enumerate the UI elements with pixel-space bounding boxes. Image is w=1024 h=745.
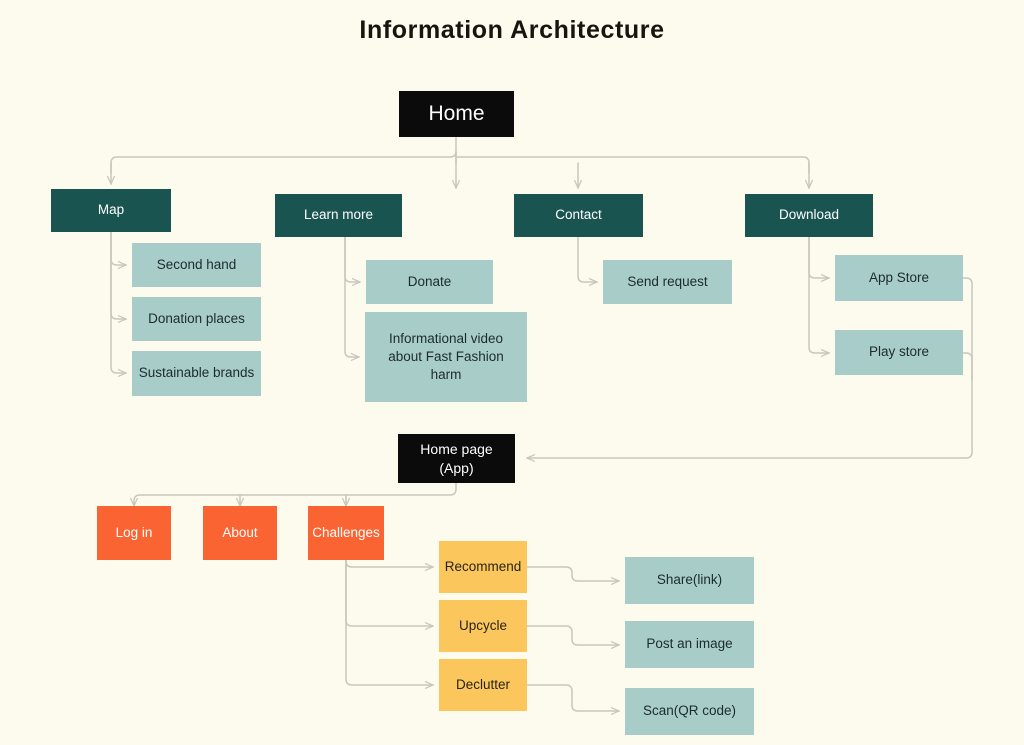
node-home-page-app[interactable]: Home page (App) [398,434,515,483]
node-download-label: Download [778,207,840,223]
node-sustainable-brands-label: Sustainable brands [138,365,255,381]
node-map[interactable]: Map [51,189,171,232]
node-donate-label: Donate [407,273,452,289]
node-scan-qr-code[interactable]: Scan(QR code) [625,688,754,735]
node-home[interactable]: Home [399,91,514,137]
node-donation-places-label: Donation places [148,310,245,326]
node-app-store[interactable]: App Store [835,255,963,301]
node-second-hand-label: Second hand [156,256,237,272]
node-sustainable-brands[interactable]: Sustainable brands [132,351,261,396]
node-contact[interactable]: Contact [514,194,643,237]
node-second-hand[interactable]: Second hand [132,243,261,287]
node-home-label: Home [428,101,485,125]
node-donation-places[interactable]: Donation places [132,297,261,341]
node-recommend[interactable]: Recommend [439,541,527,593]
node-share-link[interactable]: Share(link) [625,557,754,604]
node-send-request-label: Send request [627,273,708,289]
node-declutter-label: Declutter [455,676,511,692]
node-play-store-label: Play store [868,344,930,360]
node-learn-more-label: Learn more [303,207,374,223]
node-log-in-label: Log in [115,524,153,540]
node-about-label: About [222,524,258,540]
node-post-an-image-label: Post an image [646,636,733,652]
node-play-store[interactable]: Play store [835,330,963,375]
node-send-request[interactable]: Send request [603,260,732,304]
node-post-an-image[interactable]: Post an image [625,621,754,668]
node-informational-video[interactable]: Informational video about Fast Fashion h… [365,312,527,402]
node-learn-more[interactable]: Learn more [275,194,402,237]
node-scan-qr-code-label: Scan(QR code) [642,703,737,719]
node-map-label: Map [97,202,125,218]
node-app-store-label: App Store [868,269,930,285]
node-declutter[interactable]: Declutter [439,659,527,711]
node-home-page-app-label: Home page (App) [420,440,493,476]
node-upcycle-label: Upcycle [458,617,507,633]
node-challenges-label: Challenges [312,524,380,540]
node-informational-video-label: Informational video about Fast Fashion h… [388,330,504,383]
node-upcycle[interactable]: Upcycle [439,600,527,652]
node-share-link-label: Share(link) [656,572,723,588]
node-download[interactable]: Download [745,194,873,237]
node-contact-label: Contact [555,207,602,223]
node-log-in[interactable]: Log in [97,506,171,560]
node-about[interactable]: About [203,506,277,560]
node-recommend-label: Recommend [444,558,522,574]
node-challenges[interactable]: Challenges [308,506,384,560]
page-title: Information Architecture [359,16,665,44]
node-donate[interactable]: Donate [366,260,493,304]
